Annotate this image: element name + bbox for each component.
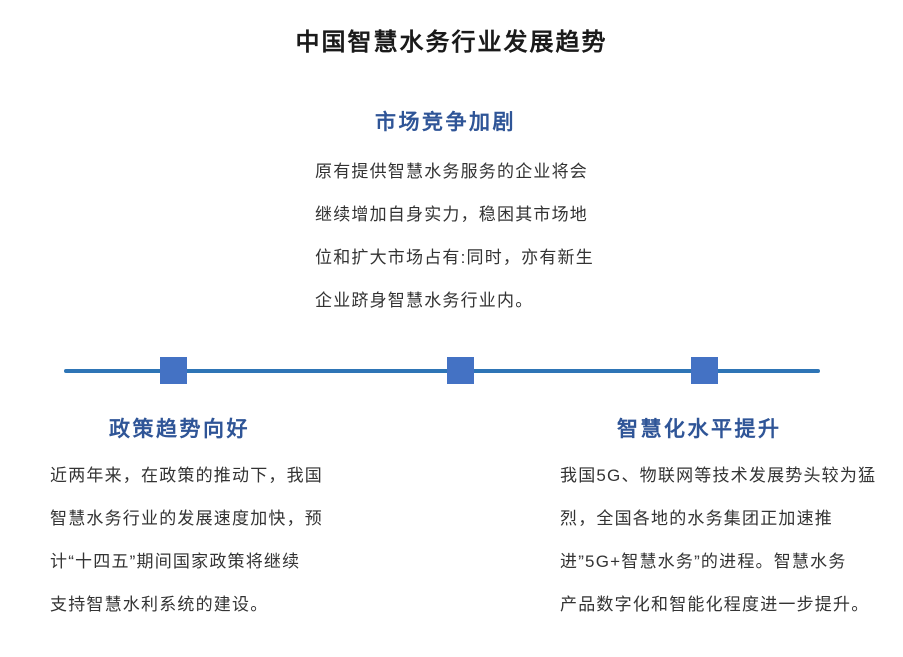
timeline-marker-policy	[160, 357, 187, 384]
text-line: 位和扩大市场占有:同时，亦有新生	[315, 248, 594, 267]
text-line: 烈，全国各地的水务集团正加速推	[560, 509, 833, 528]
text-line: 继续增加自身实力，稳困其市场地	[315, 205, 588, 224]
section-heading-market: 市场竞争加剧	[375, 111, 516, 134]
text-line: 我国5G、物联网等技术发展势头较为猛	[560, 466, 877, 485]
text-line: 企业跻身智慧水务行业内。	[315, 291, 534, 310]
text-line: 支持智慧水利系统的建设。	[50, 595, 269, 614]
timeline-marker-smart	[691, 357, 718, 384]
timeline-marker-market	[447, 357, 474, 384]
text-line: 原有提供智慧水务服务的企业将会	[315, 162, 588, 181]
text-line: 进”5G+智慧水务”的进程。智慧水务	[560, 552, 847, 571]
section-paragraph-policy: 近两年来，在政策的推动下，我国 智慧水务行业的发展速度加快，预 计“十四五”期间…	[50, 454, 350, 626]
text-line: 智慧水务行业的发展速度加快，预	[50, 509, 323, 528]
section-heading-smart: 智慧化水平提升	[617, 418, 782, 441]
page-title: 中国智慧水务行业发展趋势	[295, 29, 608, 56]
section-paragraph-smart: 我国5G、物联网等技术发展势头较为猛 烈，全国各地的水务集团正加速推 进”5G+…	[560, 454, 895, 626]
text-line: 产品数字化和智能化程度进一步提升。	[560, 595, 870, 614]
section-heading-policy: 政策趋势向好	[109, 418, 250, 441]
timeline-line	[64, 369, 820, 373]
text-line: 计“十四五”期间国家政策将继续	[50, 552, 301, 571]
section-paragraph-market: 原有提供智慧水务服务的企业将会 继续增加自身实力，稳困其市场地 位和扩大市场占有…	[315, 150, 615, 322]
text-line: 近两年来，在政策的推动下，我国	[50, 466, 323, 485]
